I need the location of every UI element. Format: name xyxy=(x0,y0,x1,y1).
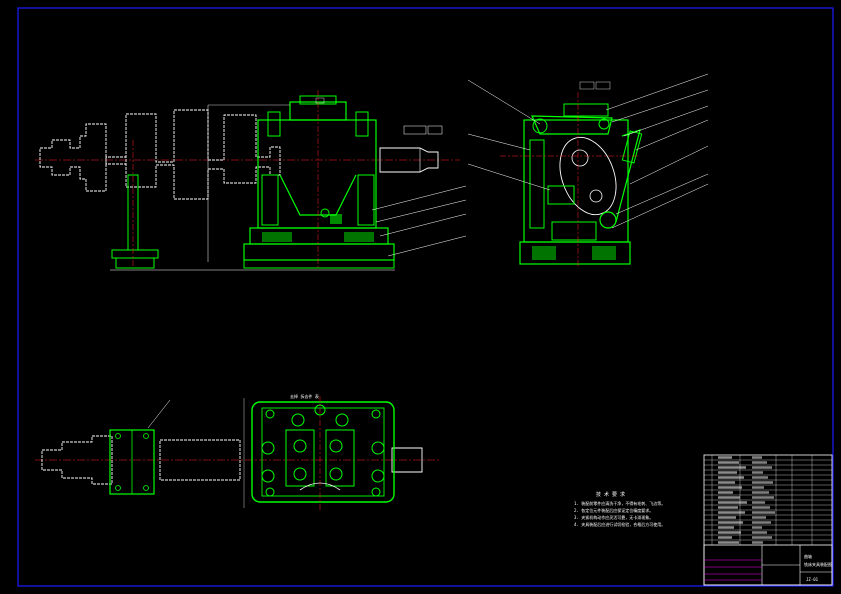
parts-list-entry xyxy=(718,521,743,524)
parts-list-entry xyxy=(718,541,739,544)
side-view xyxy=(467,73,709,268)
parts-list-entry xyxy=(718,531,741,534)
parts-list-entry xyxy=(718,516,736,519)
parts-list-entry xyxy=(718,486,742,489)
parts-list-material xyxy=(752,491,769,494)
parts-list-entry xyxy=(718,481,735,484)
title-block: 曲轴 铣床夹具装配图 JZ-01 xyxy=(703,454,833,586)
plan-view-label: 去掉 拆去件 表 xyxy=(290,393,319,399)
parts-list-material xyxy=(752,496,774,499)
tech-req-line-3: 3. 夹紧机构动作应灵活可靠，无卡滞现象。 xyxy=(574,514,653,520)
parts-list-entry xyxy=(718,456,732,459)
parts-list-material xyxy=(752,476,768,479)
parts-list-entry xyxy=(718,536,732,539)
title-drawing-number: JZ-01 xyxy=(806,577,819,582)
title-part-name: 曲轴 xyxy=(804,553,812,559)
parts-list-material xyxy=(752,471,763,474)
tech-req-title: 技 术 要 求 xyxy=(596,491,625,498)
parts-list-material xyxy=(752,536,772,539)
parts-list-material xyxy=(752,501,765,504)
title-subtitle: 铣床夹具装配图 xyxy=(804,561,832,567)
technical-requirements: 技 术 要 求 1. 装配前零件应清洗干净，不得有毛刺、飞边等。 2. 各定位元… xyxy=(574,491,665,527)
parts-list-material xyxy=(752,521,771,524)
parts-list-entry xyxy=(718,496,740,499)
parts-list-entry xyxy=(718,461,739,464)
parts-list-material xyxy=(752,506,770,509)
parts-list-entry xyxy=(718,506,738,509)
parts-list-material xyxy=(752,531,767,534)
parts-list-material xyxy=(752,456,762,459)
parts-list-material xyxy=(752,526,762,529)
parts-list-entry xyxy=(718,466,746,469)
plan-view: 去掉 拆去件 表 xyxy=(35,393,440,510)
parts-list-entry xyxy=(718,476,744,479)
parts-list-entry xyxy=(718,511,745,514)
tech-req-line-2: 2. 各定位元件装配后应保证定位精度要求。 xyxy=(574,507,653,513)
parts-list-material xyxy=(752,486,764,489)
parts-list-material xyxy=(752,481,773,484)
parts-list-material xyxy=(752,511,775,514)
parts-list-material xyxy=(752,461,767,464)
parts-list-material xyxy=(752,516,766,519)
tech-req-line-1: 1. 装配前零件应清洗干净，不得有毛刺、飞边等。 xyxy=(574,500,665,506)
parts-list-entry xyxy=(718,471,737,474)
parts-list-entry xyxy=(718,491,733,494)
parts-list-material xyxy=(752,541,763,544)
parts-list-entry xyxy=(718,501,747,504)
parts-list xyxy=(704,455,832,545)
drawing-frame xyxy=(17,7,834,587)
front-view xyxy=(35,90,467,271)
parts-list-entry xyxy=(718,526,734,529)
parts-list-material xyxy=(752,466,772,469)
tech-req-line-4: 4. 夹具装配后应进行试切检验，合格后方可使用。 xyxy=(574,521,665,527)
